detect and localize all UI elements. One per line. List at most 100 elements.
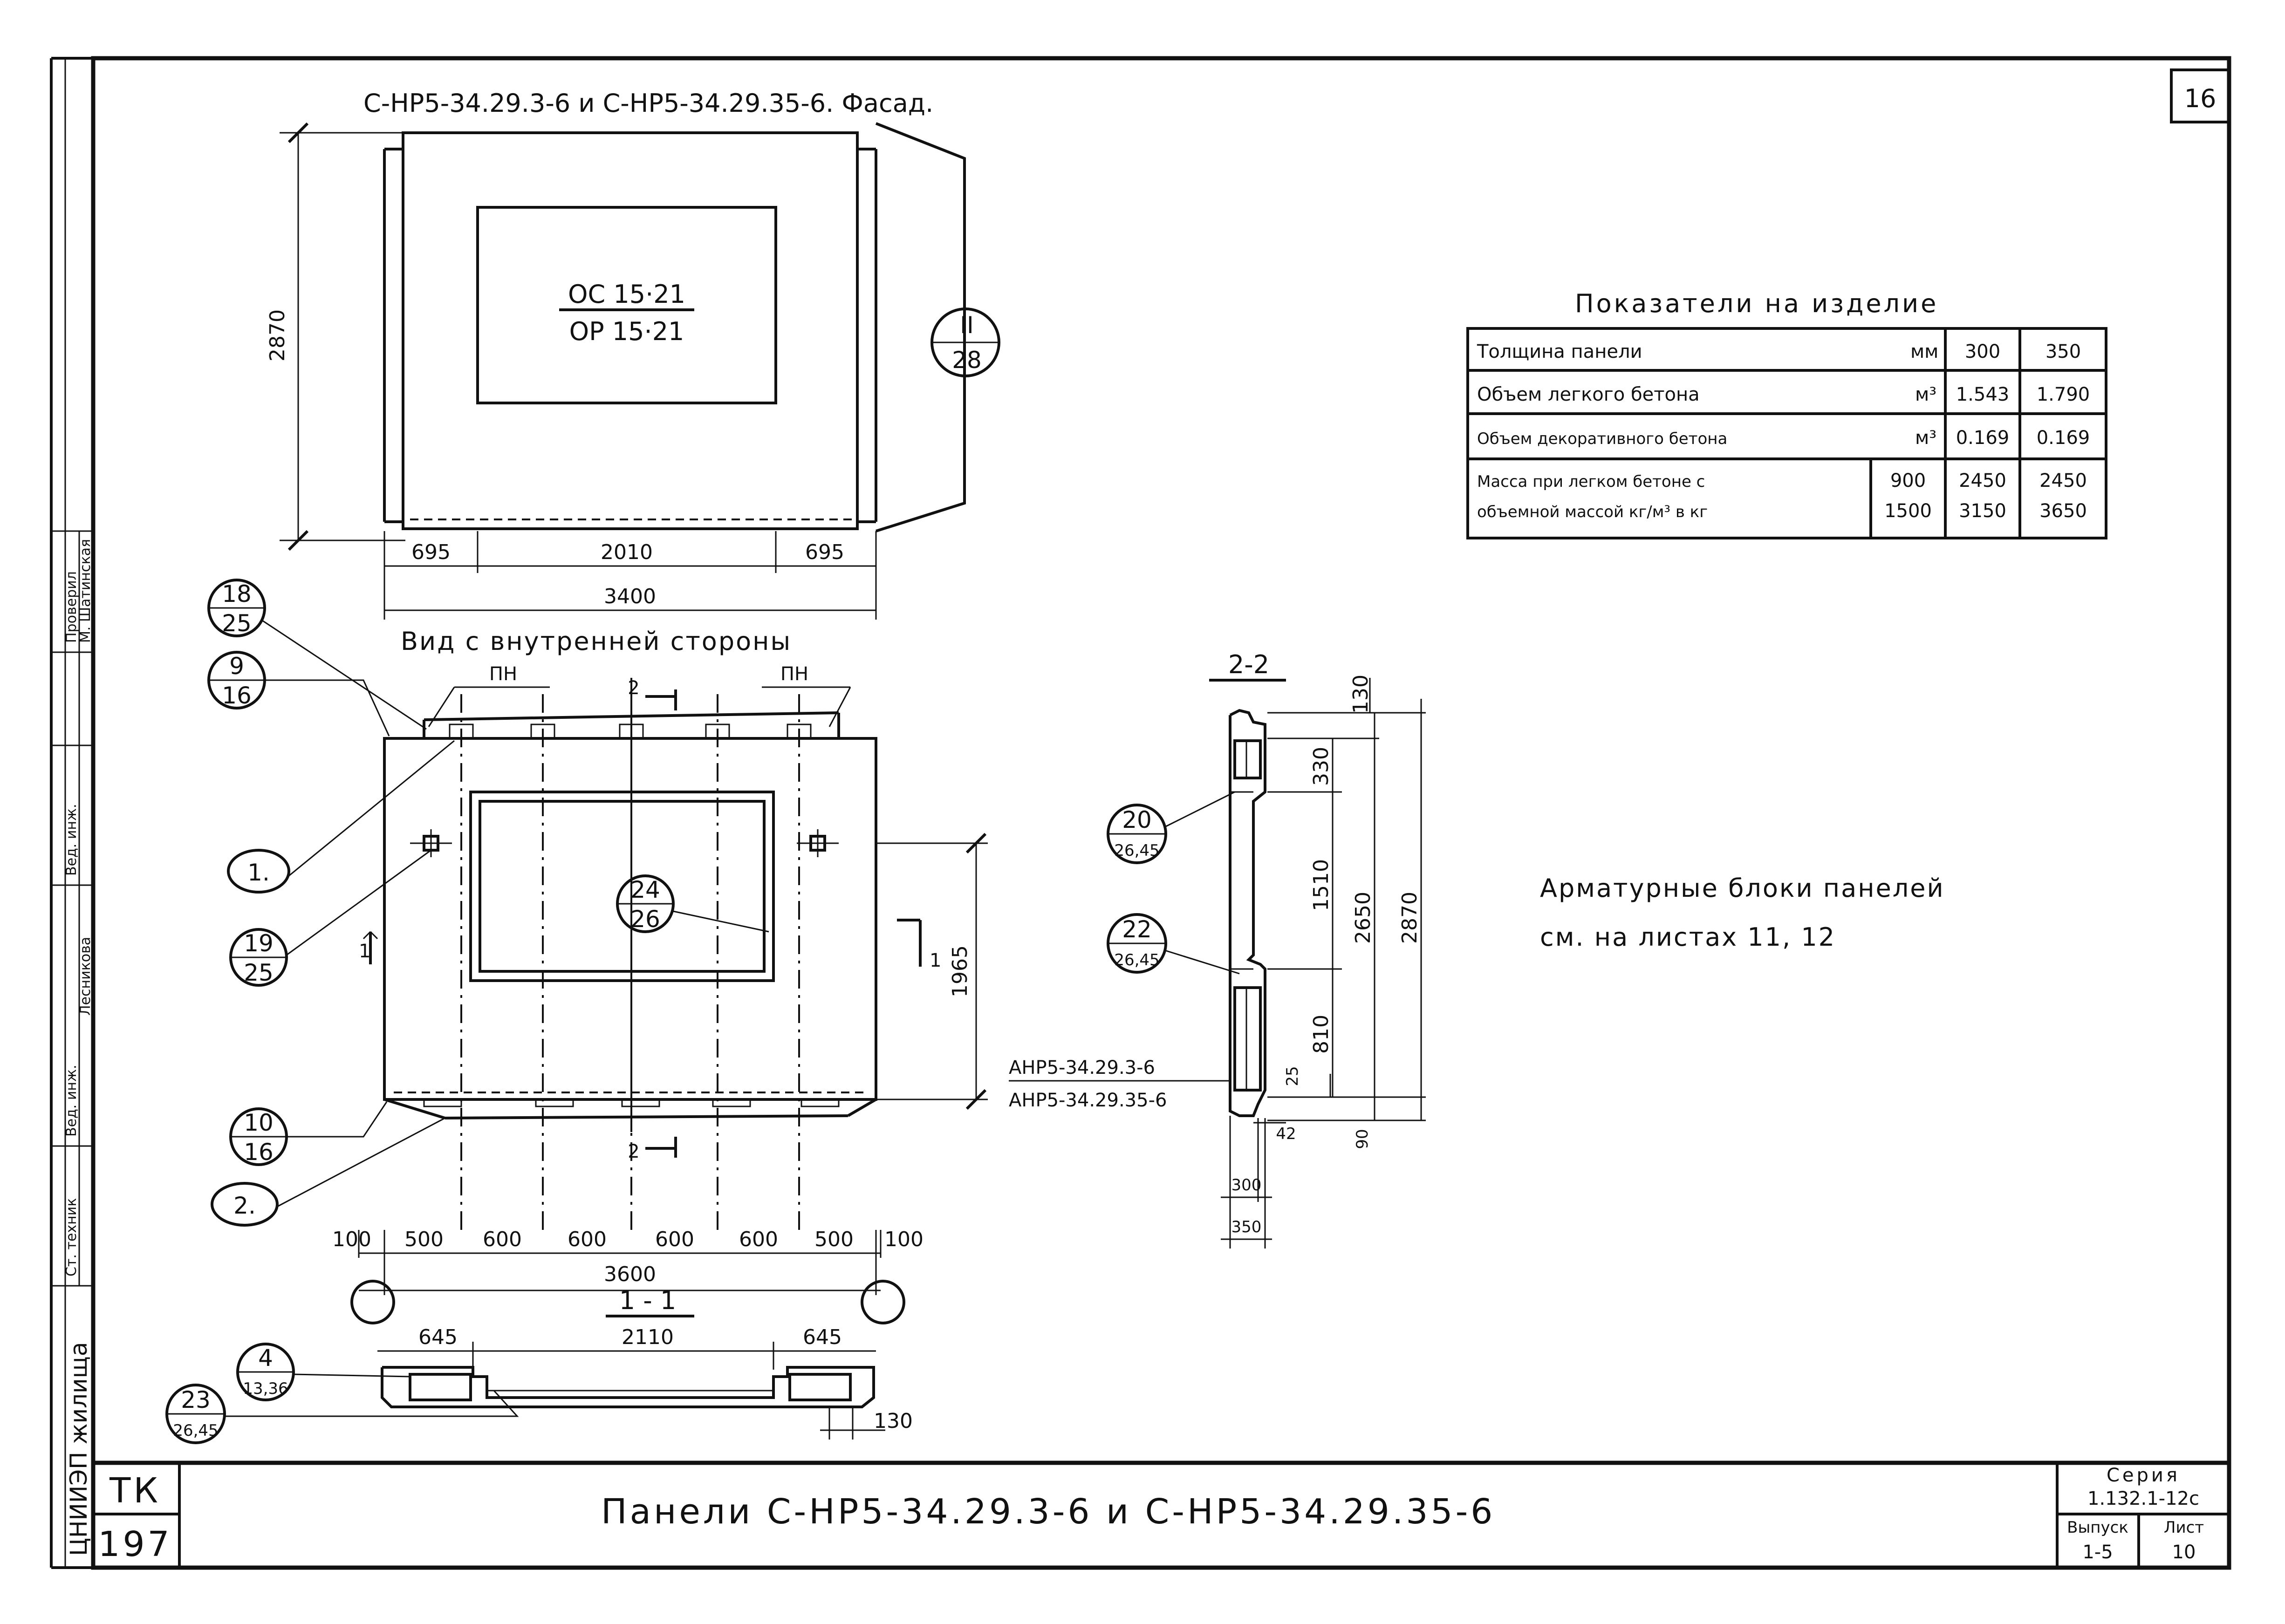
pn-label-right: ПН [780, 663, 808, 685]
section-22-dim-330: 330 [1309, 747, 1333, 786]
facade-view: С-НР5-34.29.3-6 и С-НР5-34.29.35-6. Фаса… [266, 89, 1000, 620]
svg-text:2.: 2. [233, 1192, 256, 1219]
window-mark-bottom: ОР 15·21 [569, 317, 684, 346]
section-11-title: 1 - 1 [619, 1286, 677, 1315]
svg-text:1.: 1. [247, 859, 270, 886]
section-mark-2-bottom: 2 [628, 1141, 639, 1162]
title-block-tk: ТК [109, 1471, 161, 1511]
side-stamp-name-2: М. Шатинская [77, 539, 94, 643]
svg-text:26: 26 [630, 906, 660, 933]
sheet-value: 10 [2172, 1542, 2196, 1563]
svg-text:10: 10 [244, 1109, 274, 1136]
row-decor-concrete-v2: 0.169 [2037, 427, 2090, 449]
inner-dim-5: 600 [655, 1228, 694, 1251]
side-stamp-name-1: Лесникова [77, 937, 94, 1016]
row-light-concrete-v2: 1.790 [2037, 384, 2090, 405]
svg-text:23: 23 [181, 1386, 211, 1413]
callout-23-26-45: 23 26,45 [165, 1384, 519, 1444]
inner-total-width: 3600 [604, 1262, 656, 1286]
row-mass-2-300: 3150 [1959, 500, 2006, 522]
row-thickness-v1: 300 [1965, 341, 2000, 362]
section-22-dim-350: 350 [1231, 1218, 1262, 1236]
side-stamp-org: ЦНИИЭП жилища [65, 1342, 92, 1556]
row-light-concrete-label: Объем легкого бетона [1477, 384, 1700, 405]
inner-height-right: 1965 [948, 945, 972, 997]
svg-text:19: 19 [244, 930, 274, 957]
svg-text:25: 25 [222, 610, 252, 637]
svg-text:18: 18 [222, 580, 252, 607]
row-light-concrete-v1: 1.543 [1956, 384, 2010, 405]
title-block-album: 197 [98, 1524, 172, 1564]
callout-19-25: 19 25 [229, 849, 431, 987]
series-value: 1.132.1-12с [2087, 1488, 2199, 1509]
callout-2: 2. [211, 1117, 445, 1227]
section-11-dim-right: 645 [803, 1325, 842, 1349]
section-11-dim-small: 130 [874, 1409, 913, 1433]
section-11-span: 2110 [622, 1325, 674, 1349]
inner-view: Вид с внутренней стороны [207, 579, 988, 1324]
row-thickness-label: Толщина панели [1477, 341, 1642, 362]
sheet-label: Лист [2164, 1518, 2204, 1537]
svg-text:16: 16 [244, 1139, 274, 1166]
inner-dim-7: 500 [814, 1228, 854, 1251]
svg-text:16: 16 [222, 682, 252, 709]
section-mark-1-left: 1 [359, 941, 370, 962]
sheet-frame: 16 [50, 56, 2231, 1570]
inner-dim-1: 100 [332, 1228, 371, 1251]
section-22-dim-25: 25 [1283, 1066, 1302, 1086]
pn-label-left: ПН [489, 663, 517, 685]
section-22-dim-42: 42 [1276, 1125, 1296, 1143]
svg-text:13,36: 13,36 [243, 1379, 288, 1398]
facade-node-top: II [960, 312, 974, 339]
section-22-dim-90: 90 [1353, 1129, 1372, 1149]
callout-22-26-45: 22 26,45 [1107, 913, 1240, 975]
svg-text:9: 9 [229, 653, 244, 680]
row-light-concrete-unit: м³ [1915, 384, 1936, 405]
inner-dim-4: 600 [568, 1228, 607, 1251]
facade-total-width: 3400 [604, 585, 656, 608]
facade-dim-3: 695 [805, 540, 844, 564]
section-11-dim-left: 645 [418, 1325, 458, 1349]
section-1-1: 1 - 1 2110 645 645 130 4 13,36 23 26,45 [165, 1286, 913, 1444]
callout-4-13-36: 4 13,36 [236, 1343, 410, 1401]
inner-dim-2: 500 [404, 1228, 444, 1251]
sheet-number-box [2170, 68, 2230, 123]
callout-24-26: 24 26 [616, 874, 769, 933]
section-2-2: 2-2 130 330 1510 2650 2870 810 25 90 [1009, 650, 1426, 1249]
row-mass-label-2: объемной массой кг/м³ в кг [1477, 503, 1708, 521]
axis-marker-right [861, 1280, 905, 1324]
svg-text:24: 24 [630, 876, 660, 903]
axis-marker-left [350, 1280, 395, 1324]
svg-text:22: 22 [1122, 916, 1152, 943]
row-thickness-v2: 350 [2046, 341, 2081, 362]
svg-text:26,45: 26,45 [1114, 841, 1159, 860]
inner-view-title: Вид с внутренней стороны [401, 627, 792, 656]
title-block: ТК 197 Панели С-НР5-34.29.3-6 и С-НР5-34… [93, 1460, 2229, 1568]
row-decor-concrete-label: Объем декоративного бетона [1477, 430, 1727, 448]
row-mass-2-350: 3650 [2039, 500, 2087, 522]
section-22-dim-1510: 1510 [1309, 859, 1333, 911]
row-mass-density-2: 1500 [1884, 500, 1932, 522]
facade-height: 2870 [266, 309, 289, 362]
callout-10-16: 10 16 [229, 1101, 388, 1166]
section-22-mark-2: АНР5-34.29.35-6 [1009, 1090, 1167, 1111]
row-mass-label-1: Масса при легком бетоне с [1477, 472, 1705, 491]
side-stamp-checked: Проверил [63, 571, 80, 643]
callout-20-26-45: 20 26,45 [1107, 791, 1235, 864]
callout-18-25: 18 25 [207, 579, 427, 730]
inner-dim-8: 100 [884, 1228, 924, 1251]
indicators-title: Показатели на изделие [1575, 289, 1938, 318]
callout-9-16: 9 16 [207, 651, 390, 737]
inner-dim-6: 600 [739, 1228, 778, 1251]
svg-text:26,45: 26,45 [173, 1421, 218, 1440]
section-22-dim-2870: 2870 [1398, 892, 1422, 944]
lifting-loops [449, 723, 812, 739]
callout-1: 1. [227, 740, 455, 894]
row-thickness-unit: мм [1910, 341, 1938, 362]
indicators-table: Показатели на изделие Толщина панели мм … [1466, 289, 2107, 539]
issue-value: 1-5 [2082, 1542, 2113, 1563]
row-mass-1-300: 2450 [1959, 470, 2006, 491]
section-22-dim-810: 810 [1309, 1015, 1333, 1054]
reinforcement-note: Арматурные блоки панелей см. на листах 1… [1540, 873, 1943, 952]
